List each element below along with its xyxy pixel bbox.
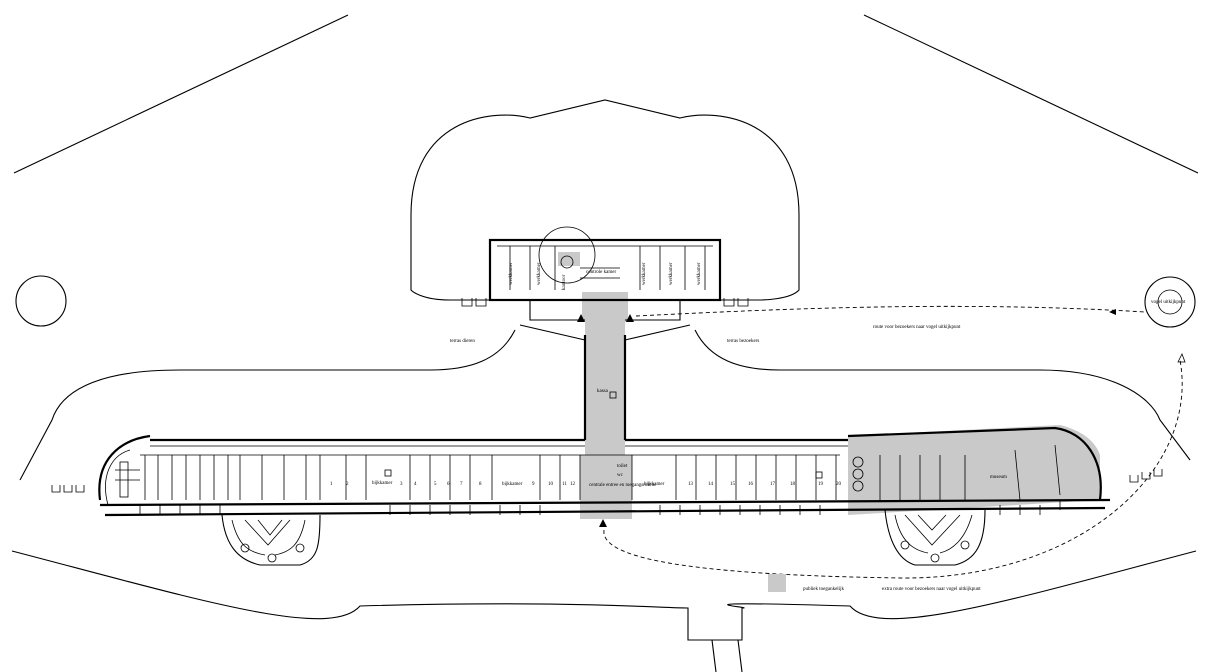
label-bijkkamer-2: bijkkamer: [502, 482, 523, 487]
label-toilet: toilet: [617, 464, 628, 469]
terraces: terras dieren terras bezoekers: [19, 324, 1191, 481]
label-werkkamer-5: werkkamer: [697, 262, 702, 285]
label-museum: museum: [990, 475, 1007, 480]
room-number: 11: [562, 482, 567, 487]
room-number: 20: [836, 482, 842, 487]
label-vogel-uitkijkpunt: vogel uitkijkpunt: [1151, 300, 1186, 305]
label-wc: wc: [617, 473, 624, 478]
label-extra-route: extra route voor bezoekers naar vogel ui…: [882, 587, 981, 592]
label-centrale-entree: centrale entree en toegangsruimte: [589, 483, 657, 488]
top-pavilion: werkkamer werkkamer kantoor controle kam…: [410, 99, 800, 321]
right-bastion: [884, 509, 986, 566]
lookout-right: vogel uitkijkpunt: [1144, 276, 1196, 328]
room-number: 10: [548, 482, 554, 487]
room-number: 14: [708, 482, 714, 487]
label-werkkamer-4: werkkamer: [669, 262, 674, 285]
lookout-left: [15, 275, 67, 327]
label-kassa: kassa: [597, 389, 609, 394]
label-controle-kamer: controle kamer: [586, 270, 616, 275]
room-number: 6: [447, 482, 450, 487]
label-werkkamer-2: werkkamer: [537, 262, 542, 285]
room-number: 17: [770, 482, 776, 487]
label-werkkamer-3: werkkamer: [642, 262, 647, 285]
room-numbers-right: 13 14 15 16 17 18 19 20: [688, 482, 842, 487]
room-partitions: [144, 444, 1061, 501]
legend: publiek toegankelijk: [768, 574, 844, 592]
label-bijkkamer-1: bijkkamer: [372, 481, 393, 486]
room-number: 15: [730, 482, 736, 487]
room-number: 8: [479, 482, 482, 487]
room-number: 16: [748, 482, 754, 487]
visitor-routes: route voor bezoekers naar vogel uitkijkp…: [603, 305, 1186, 592]
left-end-rooms: [105, 449, 140, 506]
public-area: [558, 252, 1100, 519]
central-corridor: kassa: [577, 314, 634, 440]
room-number: 1: [330, 482, 333, 487]
label-route-bezoekers: route voor bezoekers naar vogel uitkijkp…: [873, 325, 961, 330]
legend-label: publiek toegankelijk: [803, 587, 844, 592]
label-kantoor: kantoor: [562, 274, 567, 290]
left-bastion: [221, 514, 321, 566]
label-werkkamer-1: werkkamer: [509, 262, 514, 285]
label-bijkkamer-3: bijkkamer: [644, 482, 665, 487]
label-terras-dieren: terras dieren: [450, 339, 475, 344]
main-building: bijkkamer bijkkamer bijkkamer centrale e…: [51, 426, 1163, 527]
site-outline: [11, 14, 1199, 672]
room-number: 19: [818, 482, 824, 487]
facade-teeth: [51, 469, 1163, 515]
room-number: 2: [346, 482, 349, 487]
room-number: 13: [688, 482, 694, 487]
room-number: 3: [400, 482, 403, 487]
room-number: 18: [790, 482, 796, 487]
room-number: 12: [570, 482, 576, 487]
room-number: 7: [460, 482, 463, 487]
legend-swatch: [768, 574, 786, 592]
label-terras-bezoekers: terras bezoekers: [727, 339, 759, 344]
room-number: 9: [532, 482, 535, 487]
room-number: 4: [414, 482, 417, 487]
room-number: 5: [434, 482, 437, 487]
